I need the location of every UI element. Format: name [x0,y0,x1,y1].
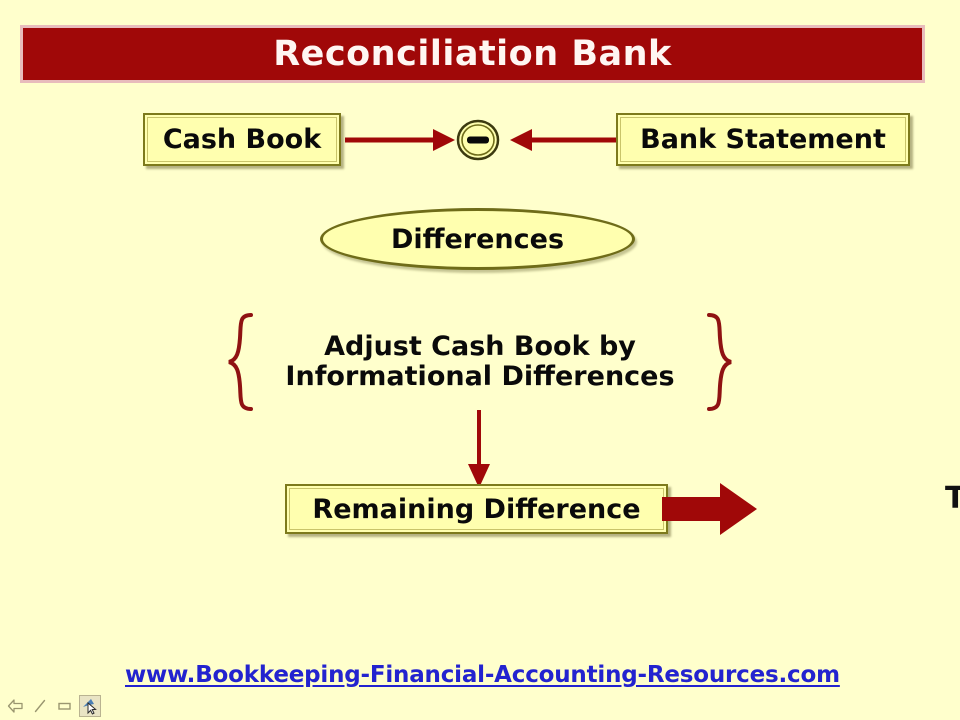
offscreen-text-fragment: T [945,481,960,516]
node-cash-book: Cash Book [143,113,341,166]
node-remaining-difference-label: Remaining Difference [312,493,641,525]
annotation-toolbar [4,694,101,718]
arrow-bank-statement-to-operator [510,129,620,151]
node-differences-label: Differences [390,223,565,255]
node-bank-statement: Bank Statement [616,113,910,166]
arrow-down-to-remaining-difference [468,410,490,488]
cursor-icon[interactable] [79,695,101,717]
adjust-line-1: Adjust Cash Book by [324,330,636,362]
slide-title-bar: Reconciliation Bank [20,25,925,83]
node-cash-book-label: Cash Book [162,124,322,155]
adjust-instruction-text: Adjust Cash Book by Informational Differ… [255,312,705,412]
adjust-line-2: Informational Differences [285,361,675,392]
group-adjust-cash-book: Adjust Cash Book by Informational Differ… [225,312,735,412]
arrow-cash-book-to-operator [345,129,455,151]
left-curly-brace-icon [228,313,253,411]
website-url-link[interactable]: www.Bookkeeping-Financial-Accounting-Res… [125,662,840,688]
right-curly-brace-icon [707,313,732,411]
node-differences: Differences [320,208,635,270]
node-remaining-difference: Remaining Difference [285,484,668,534]
node-bank-statement-label: Bank Statement [640,124,886,155]
arrow-remaining-difference-outward [662,483,757,535]
pen-icon[interactable] [29,695,51,717]
operator-minus-icon [456,119,500,161]
back-arrow-icon[interactable] [4,695,26,717]
rectangle-icon[interactable] [54,695,76,717]
page-title: Reconciliation Bank [273,33,672,74]
